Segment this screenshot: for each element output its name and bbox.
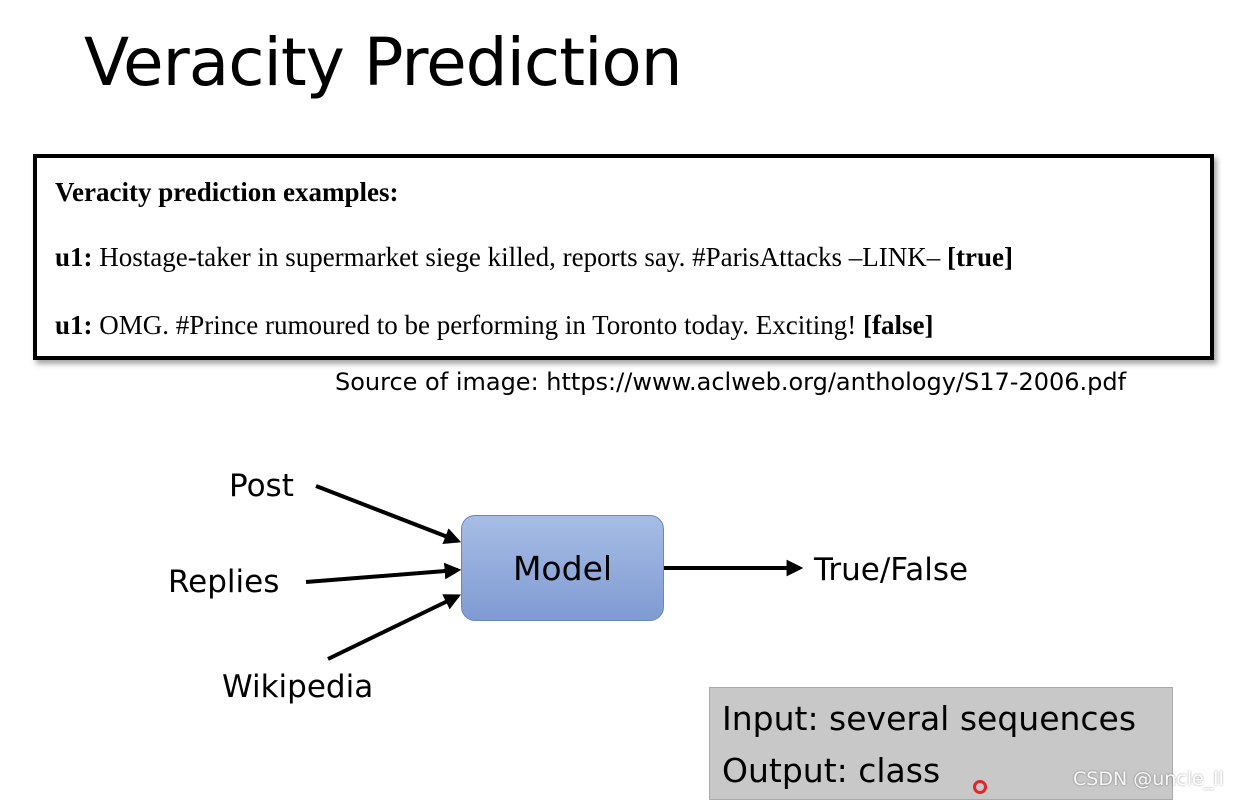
io-summary-box: Input: several sequences Output: class xyxy=(709,687,1173,800)
pointer-dot xyxy=(973,780,987,794)
example-text: Hostage-taker in supermarket siege kille… xyxy=(99,242,941,272)
watermark: CSDN @uncle_ll xyxy=(1073,768,1224,790)
io-output-text: Output: class xyxy=(722,751,941,790)
input-wikipedia-label: Wikipedia xyxy=(222,669,374,705)
slide-title: Veracity Prediction xyxy=(84,24,683,101)
output-label: True/False xyxy=(814,552,969,588)
example-label: [true] xyxy=(947,242,1013,272)
io-input-text: Input: several sequences xyxy=(722,699,1137,738)
example-label: [false] xyxy=(862,310,934,340)
image-source-caption: Source of image: https://www.aclweb.org/… xyxy=(335,368,1127,396)
model-node: Model xyxy=(461,515,664,621)
example-speaker: u1: xyxy=(55,242,93,272)
input-replies-label: Replies xyxy=(168,564,280,600)
example-false: u1: OMG. #Prince rumoured to be performi… xyxy=(55,310,933,341)
model-label: Model xyxy=(512,548,613,588)
input-post-label: Post xyxy=(229,468,294,504)
example-true: u1: Hostage-taker in supermarket siege k… xyxy=(55,242,1013,273)
examples-heading: Veracity prediction examples: xyxy=(55,177,399,207)
replies-arrow xyxy=(305,562,462,584)
example-text: OMG. #Prince rumoured to be performing i… xyxy=(99,310,857,340)
wikipedia-arrow xyxy=(327,594,462,661)
examples-figure: Veracity prediction examples: u1: Hostag… xyxy=(33,154,1214,360)
example-speaker: u1: xyxy=(55,310,93,340)
post-arrow xyxy=(315,484,462,544)
